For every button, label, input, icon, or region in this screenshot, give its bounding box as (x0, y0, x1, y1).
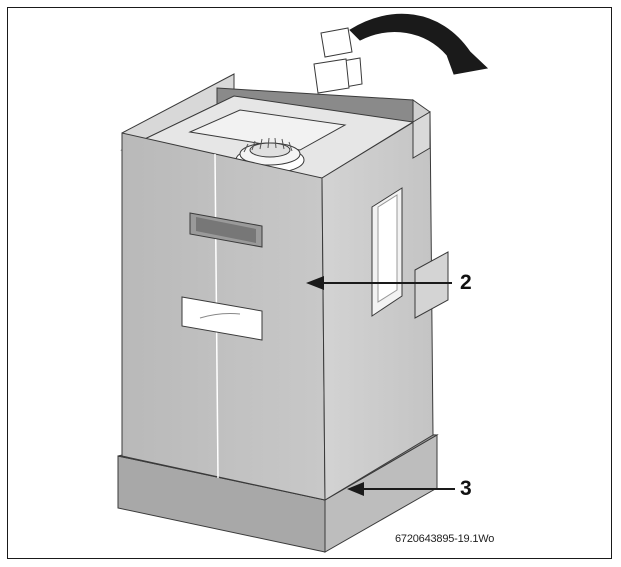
curved-lift-arrow-icon (349, 13, 489, 75)
callout-label-3: 3 (460, 477, 472, 500)
lifted-sleeve-icon (313, 27, 363, 94)
callout-arrow-2 (306, 276, 452, 290)
figure-id: 6720643895-19.1Wo (395, 533, 495, 545)
cardboard-sleeve (121, 111, 449, 501)
label-window (181, 296, 263, 341)
side-window (371, 187, 403, 317)
handle-slot (189, 212, 263, 248)
callout-arrow-3 (347, 482, 455, 496)
callout-label-2: 2 (460, 271, 472, 294)
